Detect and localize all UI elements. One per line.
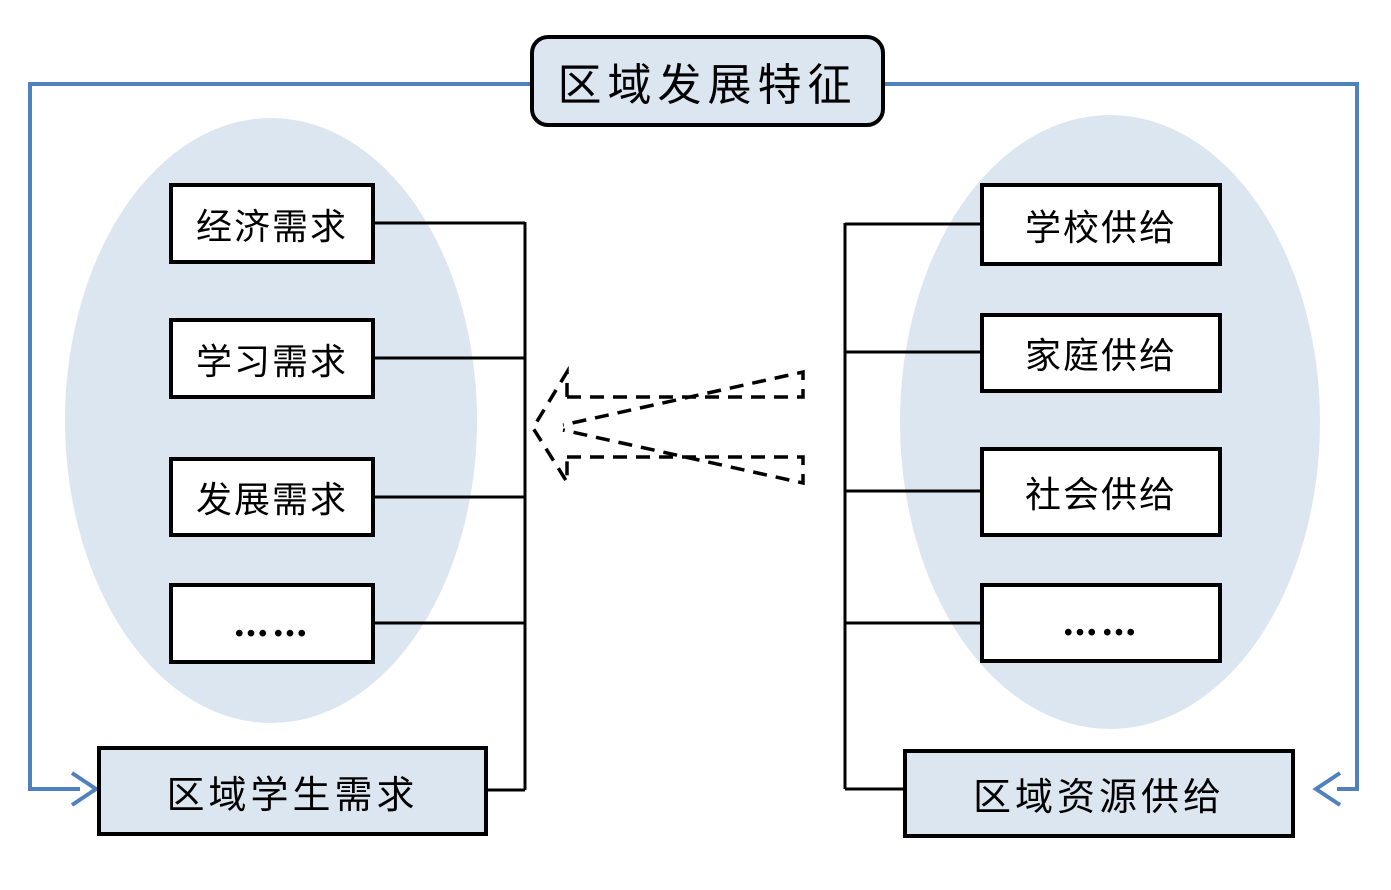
node-regional-development-characteristics: 区域发展特征 <box>530 35 885 127</box>
dashed-arrow-head <box>530 365 569 489</box>
node-development-demand: 发展需求 <box>169 457 375 537</box>
node-social-supply: 社会供给 <box>980 447 1222 537</box>
node-learning-demand: 学习需求 <box>169 318 375 399</box>
node-school-supply: 学校供给 <box>980 183 1222 266</box>
node-economic-demand: 经济需求 <box>169 183 375 264</box>
node-family-supply: 家庭供给 <box>980 313 1222 393</box>
dashed-arrow-lower-tail <box>562 428 805 486</box>
node-regional-resource-supply: 区域资源供给 <box>903 749 1295 838</box>
arrowhead-right-icon <box>70 771 100 807</box>
node-regional-student-demand: 区域学生需求 <box>97 746 488 836</box>
dashed-arrow-upper-tail <box>562 369 805 427</box>
node-ellipsis-left: …… <box>169 583 375 664</box>
node-ellipsis-right: …… <box>980 583 1222 663</box>
dashed-merge-arrow-icon <box>530 365 805 489</box>
arrowhead-left-icon <box>1312 771 1342 807</box>
